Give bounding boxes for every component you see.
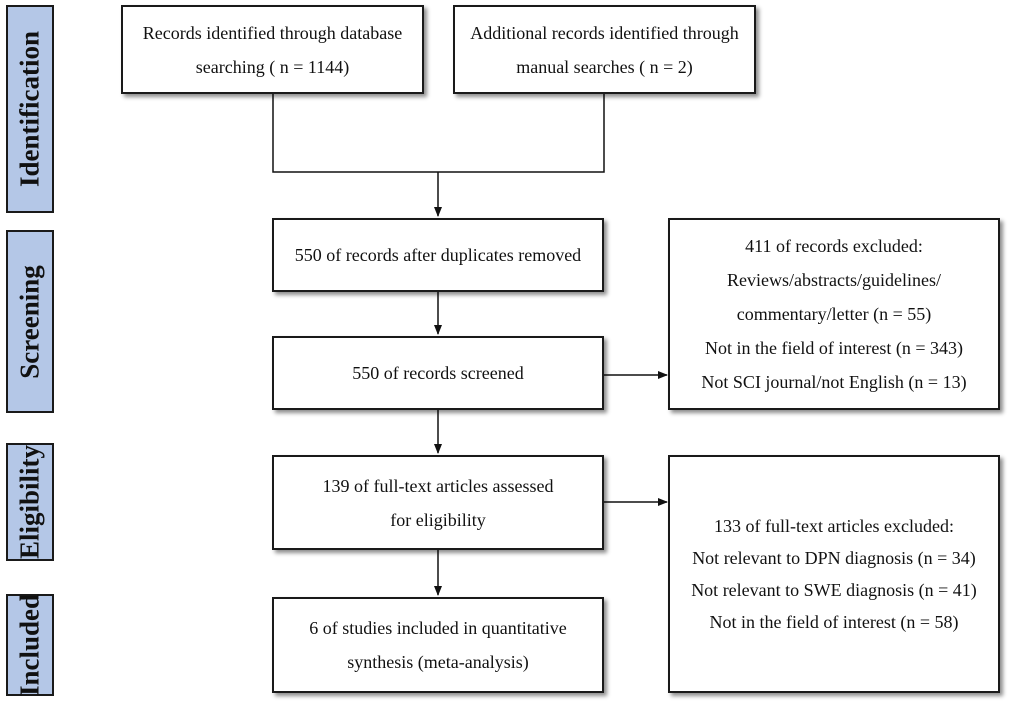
included-studies-line-2: synthesis (meta-analysis)	[347, 652, 529, 672]
stage-included: Included	[6, 594, 54, 696]
screened-records-line-1: 550 of records screened	[352, 362, 524, 383]
excluded-screening-line-2: Reviews/abstracts/guidelines/	[727, 270, 941, 290]
deduplicated-records-line-1: 550 of records after duplicates removed	[294, 244, 582, 265]
fulltext-assessed-box: 139 of full-text articles assessed for e…	[272, 455, 604, 550]
stage-screening: Screening	[6, 230, 54, 413]
included-studies-box: 6 of studies included in quantitative sy…	[272, 597, 604, 693]
excluded-fulltext-line-2: Not relevant to DPN diagnosis (n = 34)	[692, 548, 976, 568]
excluded-screening-line-3: commentary/letter (n = 55)	[736, 304, 932, 324]
deduplicated-records-box: 550 of records after duplicates removed	[272, 218, 604, 292]
database-records-line-1: Records identified through database	[142, 22, 403, 43]
manual-records-box: Additional records identified through ma…	[453, 5, 756, 94]
database-records-line-2: searching ( n = 1144)	[195, 56, 350, 77]
excluded-screening-line-4: Not in the field of interest (n = 343)	[704, 338, 964, 358]
excluded-fulltext-line-3: Not relevant to SWE diagnosis (n = 41)	[691, 580, 977, 600]
fulltext-assessed-line-2: for eligibility	[390, 509, 486, 530]
excluded-fulltext-line-4: Not in the field of interest (n = 58)	[709, 612, 959, 632]
included-studies-line-1: 6 of studies included in quantitative	[309, 618, 567, 638]
excluded-fulltext-line-1: 133 of full-text articles excluded:	[714, 516, 954, 536]
screened-records-box: 550 of records screened	[272, 336, 604, 410]
excluded-screening-line-5: Not SCI journal/not English (n = 13)	[701, 372, 967, 392]
excluded-screening-box: 411 of records excluded: Reviews/abstrac…	[668, 218, 1000, 410]
database-records-box: Records identified through database sear…	[121, 5, 424, 94]
stage-identification: Identification	[6, 5, 54, 213]
excluded-fulltext-box: 133 of full-text articles excluded: Not …	[668, 455, 1000, 693]
excluded-screening-line-1: 411 of records excluded:	[745, 236, 923, 256]
manual-records-line-2: manual searches ( n = 2)	[516, 56, 693, 77]
fulltext-assessed-line-1: 139 of full-text articles assessed	[322, 475, 554, 496]
stage-eligibility: Eligibility	[6, 443, 54, 561]
merge-connector	[272, 94, 605, 173]
manual-records-line-1: Additional records identified through	[470, 22, 739, 43]
